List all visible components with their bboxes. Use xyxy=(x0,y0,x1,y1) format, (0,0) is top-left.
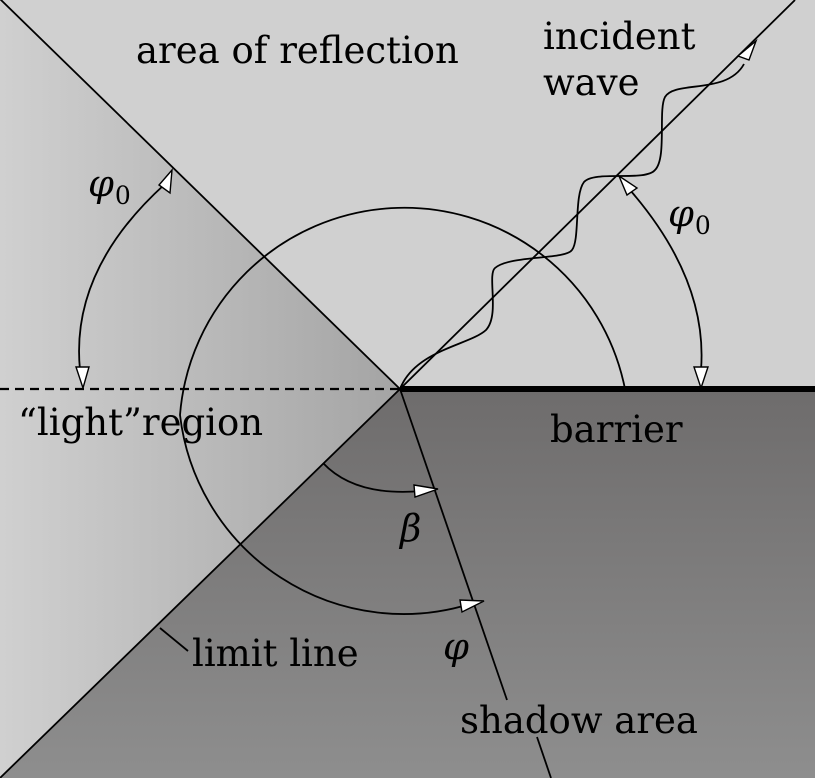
phi0-left-arc xyxy=(78,183,166,371)
limit-line xyxy=(0,388,401,778)
shadow-region xyxy=(0,389,815,778)
incident-label: incident xyxy=(543,15,696,58)
shadow-direction-line-upper xyxy=(399,388,508,701)
light-region-label: “light”region xyxy=(18,401,264,444)
barrier-label: barrier xyxy=(550,408,683,451)
area-of-reflection-label: area of reflection xyxy=(136,29,459,72)
wave-label: wave xyxy=(543,61,640,104)
phi-arc-arrowhead xyxy=(459,599,485,614)
phi0-left-symbol: φ0 xyxy=(88,162,131,210)
phi0-right-symbol: φ0 xyxy=(668,192,711,240)
phi-symbol: φ xyxy=(443,625,469,668)
shadow-direction-line-lower xyxy=(536,736,552,778)
phi0-right-arrowhead-bottom xyxy=(693,366,709,391)
phi0-right-arc xyxy=(629,189,703,371)
phi-arc-large xyxy=(179,206,626,615)
incident-wave-curve xyxy=(399,63,745,390)
shadow-area-label: shadow area xyxy=(460,699,698,742)
incident-wave-arrowhead xyxy=(736,38,758,61)
reflection-limit-line xyxy=(0,0,401,390)
phi0-right-arrowhead-top xyxy=(617,174,639,197)
incident-ray-line xyxy=(399,0,796,390)
beta-symbol: β xyxy=(400,507,422,550)
phi0-left-arrowhead-bottom xyxy=(75,366,90,391)
limit-line-label: limit line xyxy=(192,632,359,675)
phi0-left-arrowhead-top xyxy=(157,167,173,195)
beta-arc-arrowhead xyxy=(413,484,439,498)
beta-arc xyxy=(322,462,423,493)
limit-line-leader xyxy=(159,627,189,652)
